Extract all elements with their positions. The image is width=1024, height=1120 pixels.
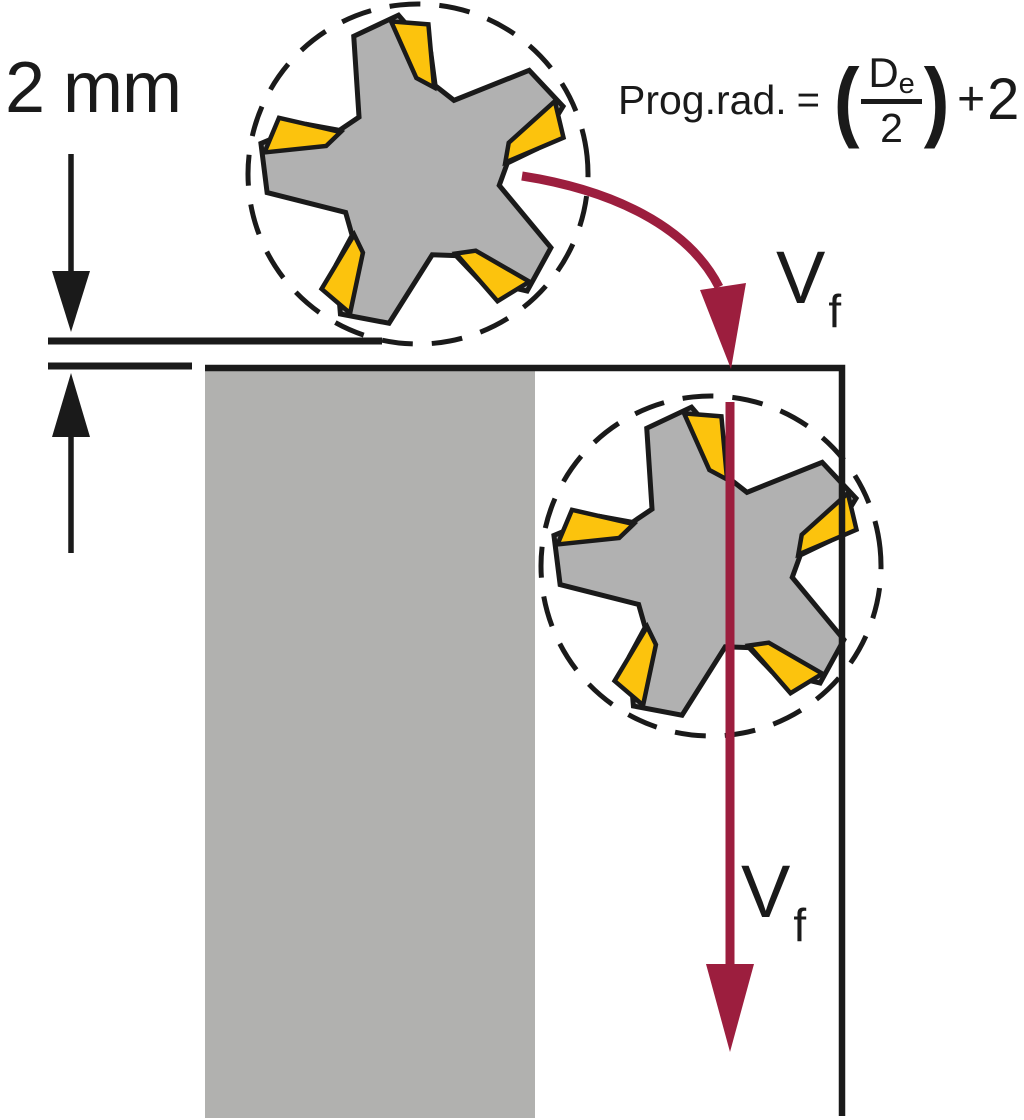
feed-direction-arrow	[706, 402, 754, 1052]
formula-numerator: De	[861, 48, 922, 104]
feed-label-lower: Vf	[741, 855, 806, 949]
formula-addend: 2	[987, 67, 1020, 132]
formula-equals: =	[796, 78, 821, 122]
formula-open-paren: (	[833, 49, 860, 149]
programming-radius-formula: Prog.rad. = ( De 2 ) + 2	[618, 44, 1019, 156]
dimension-arrow-down	[52, 154, 90, 332]
dimension-arrow-up	[52, 373, 90, 553]
workpiece	[205, 367, 535, 1118]
feed-label-upper: Vf	[776, 241, 841, 335]
plunge-arc-arrow	[521, 171, 746, 369]
feed-label-lower-subscript: f	[793, 899, 807, 951]
formula-numerator-subscript: e	[898, 67, 915, 100]
formula-close-paren: )	[923, 49, 950, 149]
workpiece-outline	[205, 364, 846, 1116]
feed-label-upper-base: V	[776, 236, 826, 319]
feed-label-lower-base: V	[741, 850, 791, 933]
feed-label-upper-subscript: f	[828, 285, 842, 337]
formula-plus: +	[957, 73, 986, 126]
formula-denominator: 2	[880, 104, 903, 151]
formula-fraction: De 2	[861, 48, 922, 151]
depth-label: 2 mm	[5, 48, 182, 128]
formula-numerator-base: D	[868, 48, 899, 96]
formula-lhs: Prog.rad.	[618, 76, 787, 123]
